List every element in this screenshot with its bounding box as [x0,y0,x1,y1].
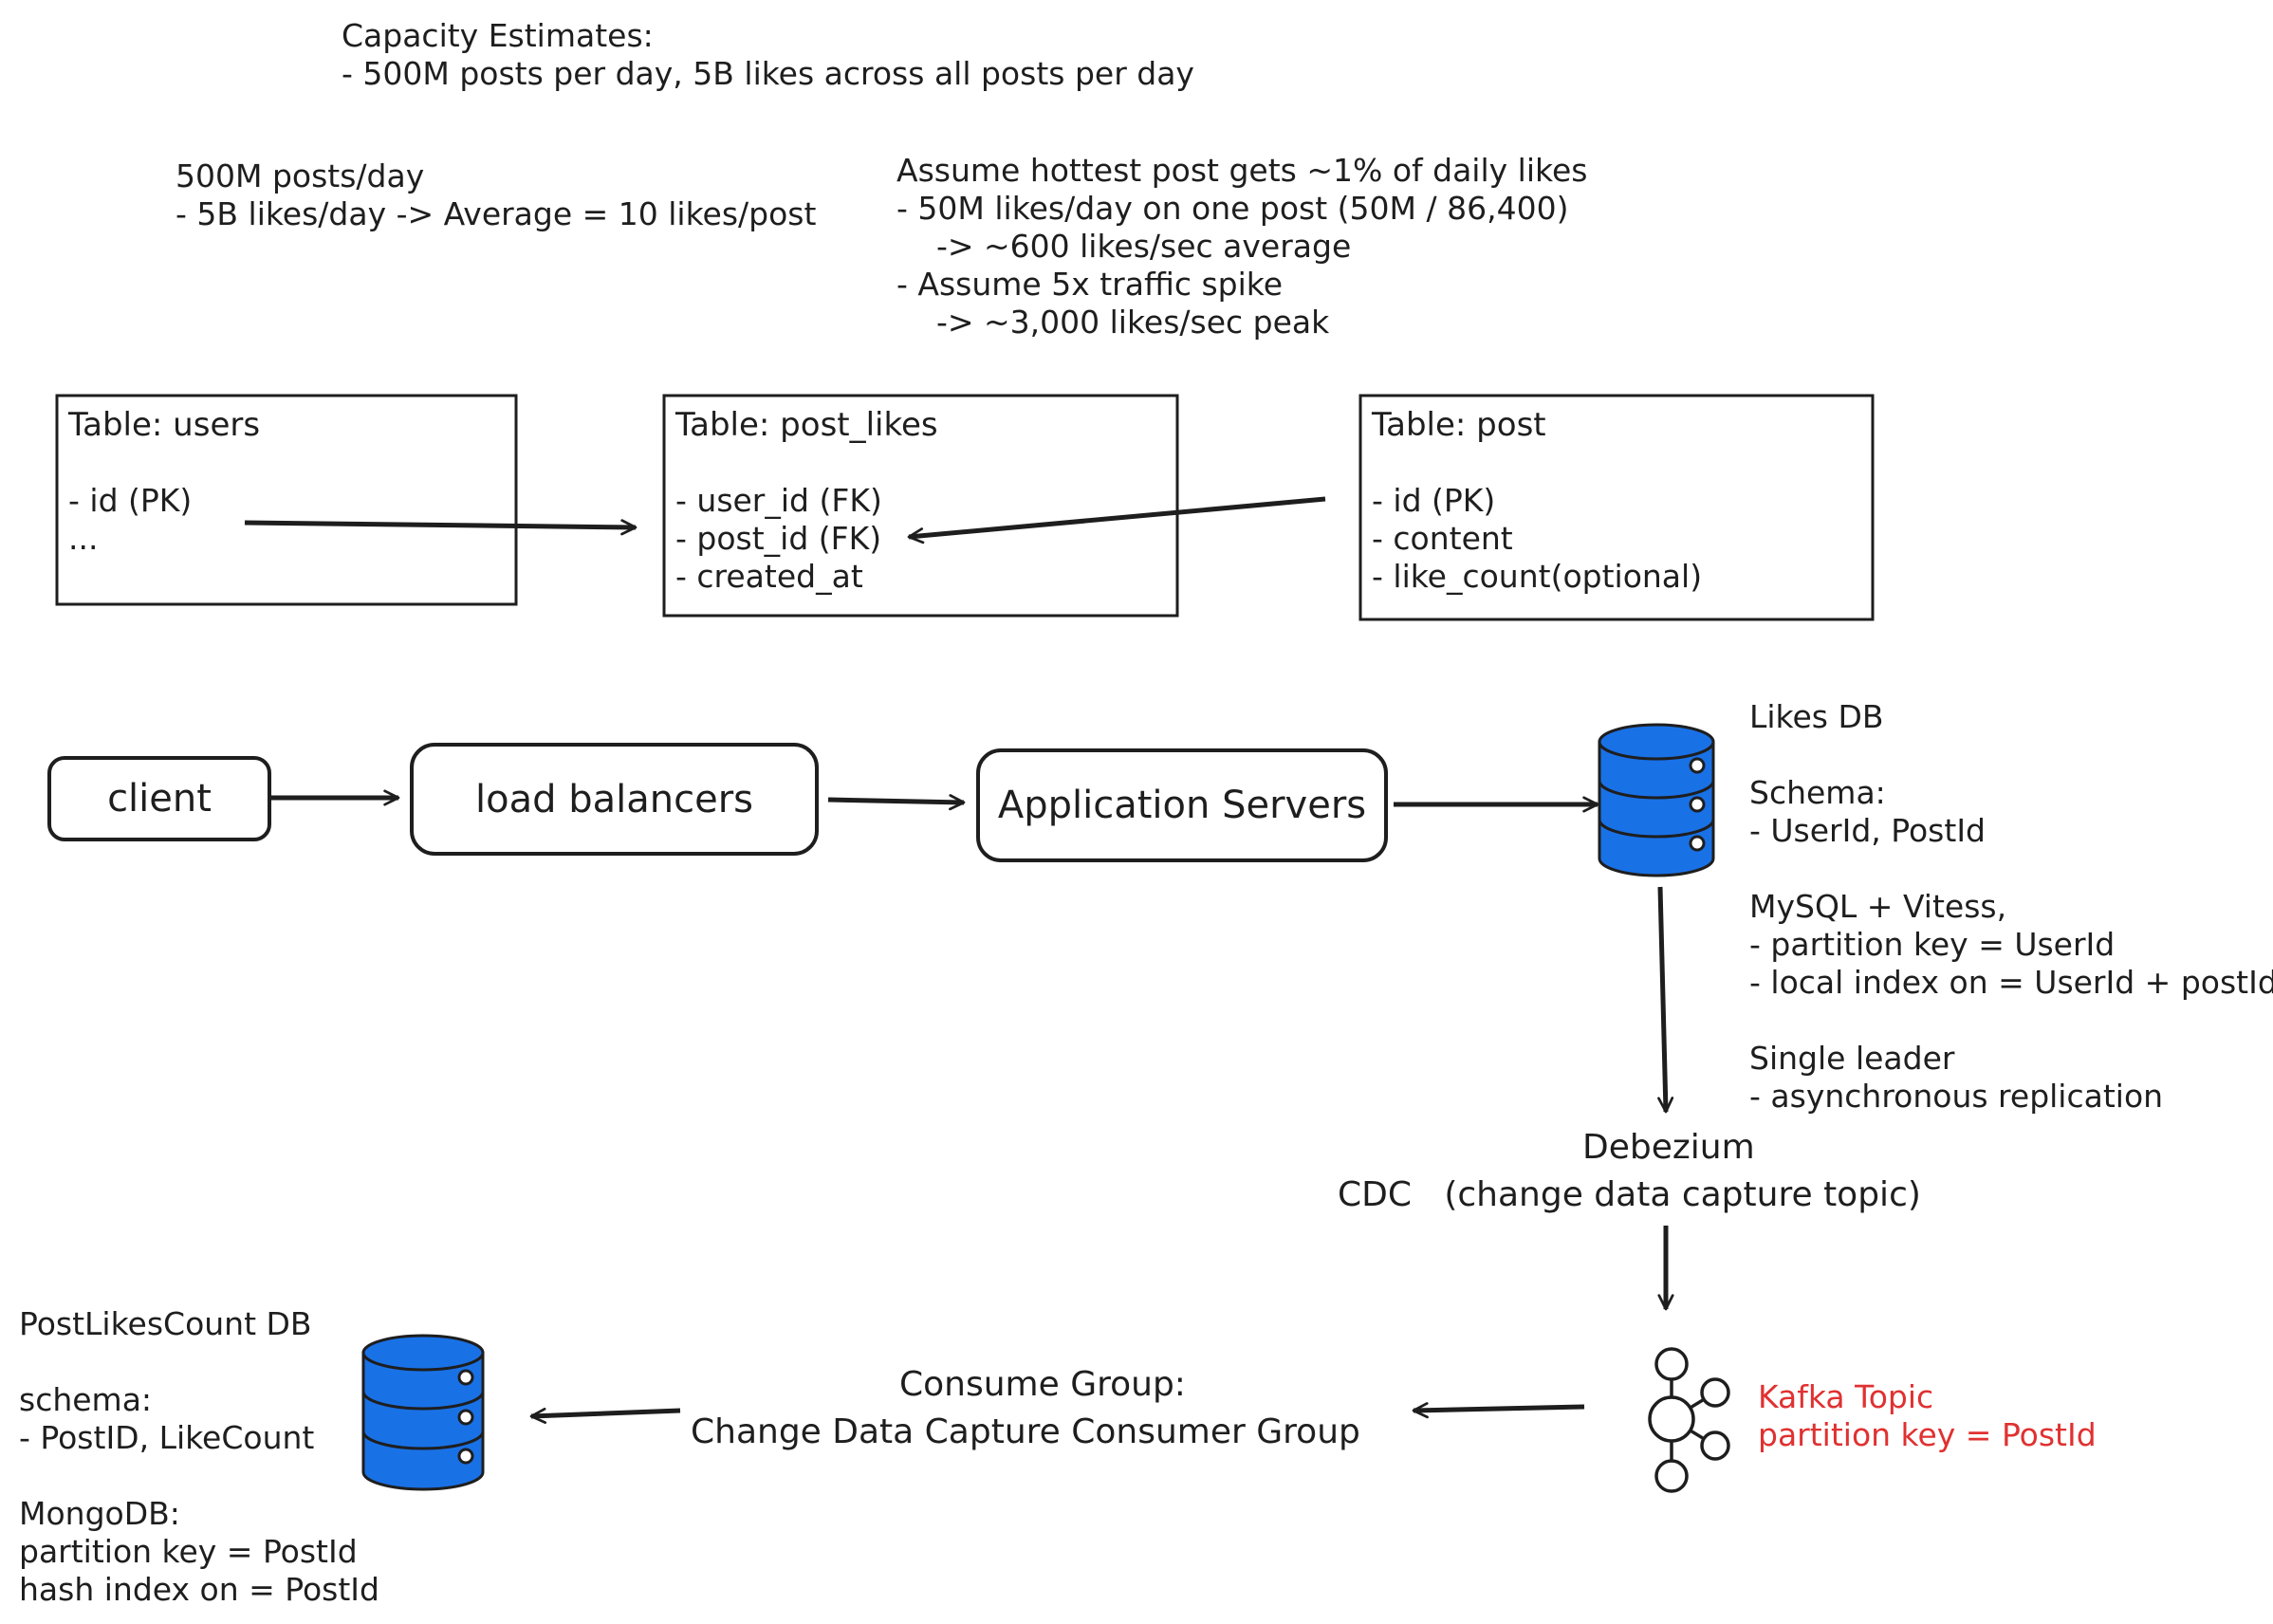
load-balancers-box [410,743,819,856]
table-users-field: - id (PK) [68,482,193,519]
count-db-database-icon [361,1334,485,1491]
count-db-partition: partition key = PostId [19,1533,358,1570]
post-to-post-likes-arrow [907,496,1326,544]
hot-post-note-line-2: - 50M likes/day on one post (50M / 86,40… [896,190,1569,227]
lb-to-app-arrow [827,794,966,811]
count-db-schema-label: schema: [19,1381,153,1418]
table-post-likes-field: - created_at [675,558,863,595]
likes-db-to-cdc-arrow [1657,886,1674,1114]
capacity-line: - 500M posts per day, 5B likes across al… [342,55,1194,92]
table-post-box [1358,394,1875,621]
consumer-group-name: Change Data Capture Consumer Group [691,1412,1360,1451]
likes-db-leader: Single leader [1749,1040,1955,1077]
average-note-line-2: - 5B likes/day -> Average = 10 likes/pos… [176,195,817,232]
capacity-title: Capacity Estimates: [342,17,654,54]
table-users-title: Table: users [68,406,261,444]
likes-db-schema-label: Schema: [1749,774,1886,811]
kafka-partition-label: partition key = PostId [1758,1416,2097,1453]
likes-db-partition: - partition key = UserId [1749,926,2116,963]
kafka-icon [1648,1347,1730,1493]
consumer-to-count-db-arrow [529,1407,681,1424]
consumer-group-title: Consume Group: [899,1365,1186,1404]
table-post-field: - content [1372,520,1513,557]
table-post-field: - like_count(optional) [1372,558,1703,595]
hot-post-note-line-1: Assume hottest post gets ~1% of daily li… [896,152,1588,189]
hot-post-note-line-5: -> ~3,000 likes/sec peak [896,304,1330,341]
app-servers-label: Application Servers [997,784,1367,827]
table-users-box [55,394,518,606]
hot-post-note-line-3: -> ~600 likes/sec average [896,228,1352,265]
table-post-field: - id (PK) [1372,482,1496,519]
average-note-line-1: 500M posts/day [176,157,425,194]
kafka-topic-label: Kafka Topic [1758,1378,1934,1415]
likes-db-replication: - asynchronous replication [1749,1078,2164,1115]
table-users-field: ... [68,520,99,557]
cdc-subtitle: CDC (change data capture topic) [1338,1175,1921,1214]
table-post-title: Table: post [1372,406,1546,444]
likes-db-schema-fields: - UserId, PostId [1749,812,1986,849]
client-label: client [107,777,212,821]
kafka-to-consumer-arrow [1412,1402,1585,1419]
count-db-engine: MongoDB: [19,1495,180,1532]
app-servers-box [976,748,1388,862]
table-post-likes-field: - user_id (FK) [675,482,882,519]
load-balancers-label: load balancers [475,777,753,821]
cdc-title: Debezium [1582,1128,1755,1167]
table-post-likes-box [662,394,1179,618]
count-db-title: PostLikesCount DB [19,1305,312,1342]
table-post-likes-title: Table: post_likes [675,406,938,444]
likes-db-database-icon [1598,723,1715,877]
count-db-schema-fields: - PostID, LikeCount [19,1419,315,1456]
users-to-post-likes-arrow [244,519,638,536]
count-db-index: hash index on = PostId [19,1571,379,1608]
hot-post-note-line-4: - Assume 5x traffic spike [896,266,1284,303]
table-post-likes-field: - post_id (FK) [675,520,882,557]
likes-db-index: - local index on = UserId + postId [1749,964,2273,1001]
likes-db-title: Likes DB [1749,698,1884,735]
likes-db-engine: MySQL + Vitess, [1749,888,2007,925]
